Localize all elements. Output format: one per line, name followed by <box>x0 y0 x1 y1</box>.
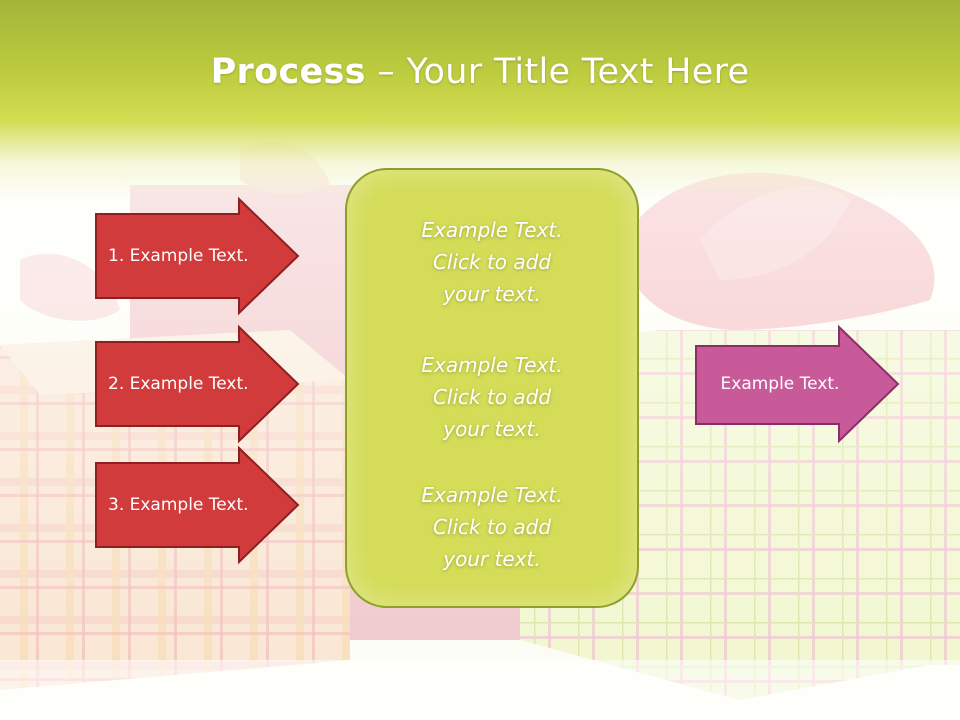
arrow-label: 2. Example Text. <box>108 374 249 394</box>
panel-line: your text. <box>443 417 541 441</box>
panel-line: Click to add <box>432 515 552 539</box>
process-arrow-1[interactable]: 1. Example Text. <box>95 196 300 316</box>
panel-text-block-2[interactable]: Example Text. Click to add your text. <box>347 349 637 445</box>
result-arrow[interactable]: Example Text. <box>695 324 900 444</box>
panel-line: Click to add <box>432 250 552 274</box>
panel-text-block-1[interactable]: Example Text. Click to add your text. <box>347 214 637 310</box>
arrow-shape <box>95 445 300 565</box>
arrow-label: 1. Example Text. <box>108 246 249 266</box>
arrow-label: Example Text. <box>720 374 840 394</box>
panel-line: Example Text. <box>421 353 563 377</box>
panel-text-block-3[interactable]: Example Text. Click to add your text. <box>347 479 637 575</box>
arrow-shape <box>95 324 300 444</box>
panel-line: Example Text. <box>421 218 563 242</box>
panel-line: your text. <box>443 547 541 571</box>
arrow-shape <box>95 196 300 316</box>
process-arrow-2[interactable]: 2. Example Text. <box>95 324 300 444</box>
title-bold: Process <box>210 52 366 92</box>
slide-title[interactable]: Process – Your Title Text Here <box>0 52 960 92</box>
process-arrow-3[interactable]: 3. Example Text. <box>95 445 300 565</box>
panel-line: Example Text. <box>421 483 563 507</box>
title-band <box>0 0 960 200</box>
title-rest: – Your Title Text Here <box>365 52 750 92</box>
panel-line: Click to add <box>432 385 552 409</box>
panel-line: your text. <box>443 282 541 306</box>
center-text-panel[interactable]: Example Text. Click to add your text. Ex… <box>345 168 639 608</box>
arrow-label: 3. Example Text. <box>108 495 249 515</box>
arrow-shape <box>695 324 900 444</box>
